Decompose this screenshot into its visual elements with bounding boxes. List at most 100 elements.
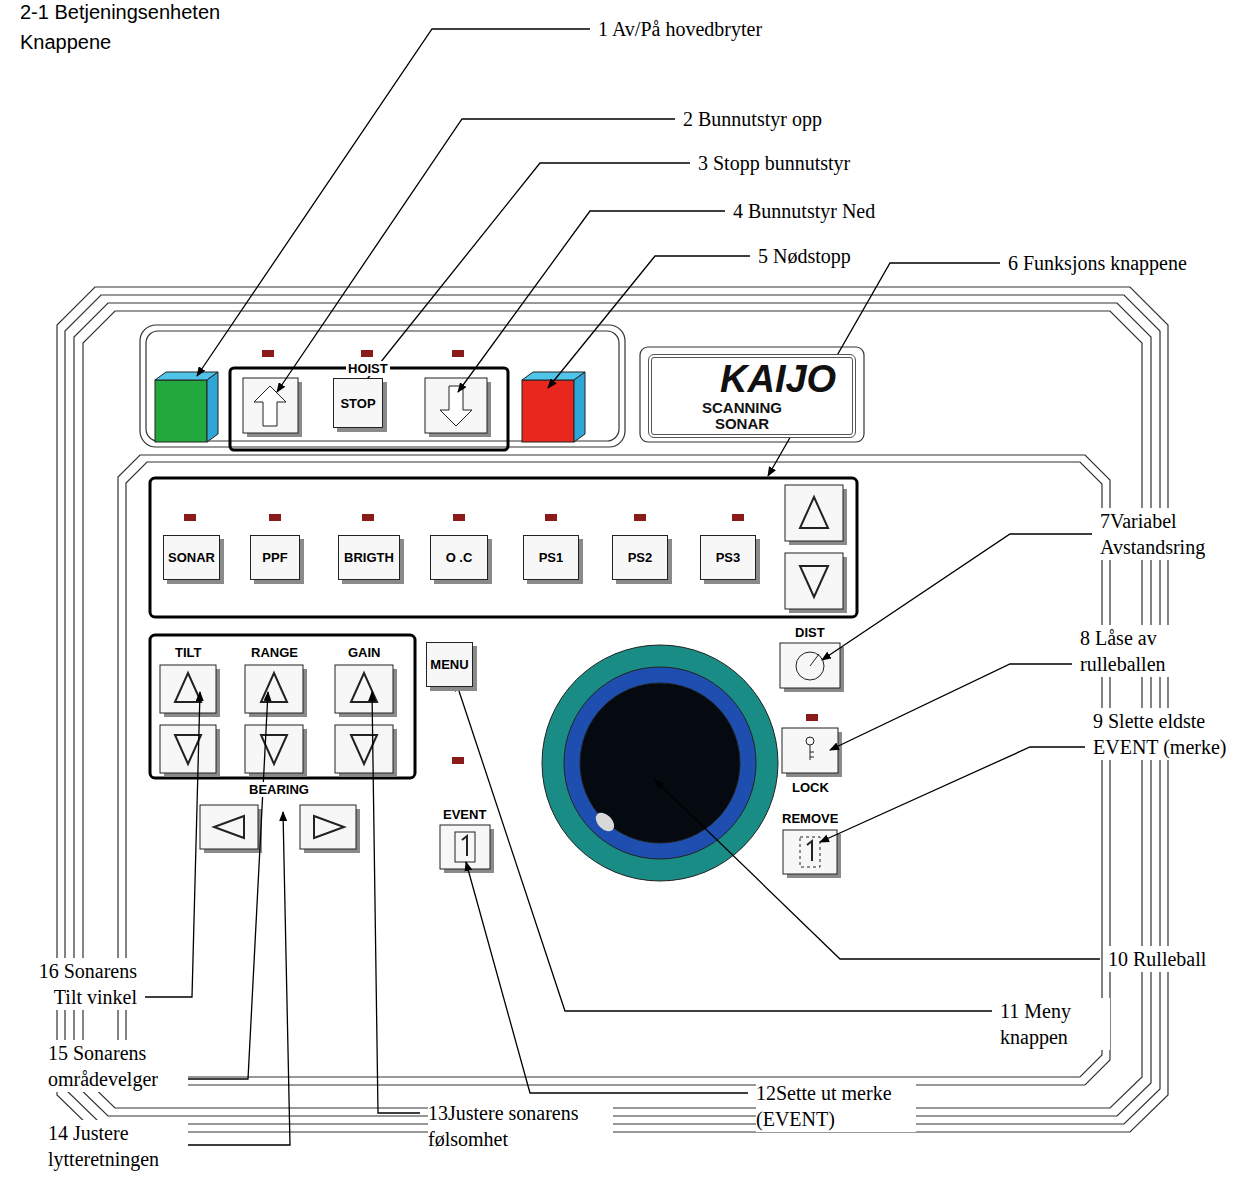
power-switch	[155, 372, 218, 442]
leader-line-part	[830, 664, 1072, 750]
callout-label: 12Sette ut merke (EVENT)	[756, 1080, 916, 1132]
button-label: O .C	[446, 550, 473, 565]
button-label: STOP	[340, 396, 375, 411]
led-part	[545, 514, 557, 521]
leader-line-part	[372, 692, 420, 1113]
symbol-button-part	[440, 825, 490, 869]
leader-line-part	[466, 862, 748, 1093]
panel-button: PS2	[612, 535, 668, 580]
button-label: PS1	[539, 550, 564, 565]
panel-button: MENU	[426, 642, 473, 687]
panel-button: PS3	[700, 535, 756, 580]
symbol-button-part	[254, 386, 286, 426]
symbol-button-part	[214, 816, 244, 838]
panel-label: LOCK	[790, 780, 831, 795]
symbol-button-part	[782, 728, 838, 773]
panel-housing-part	[83, 311, 1142, 1108]
symbol-button-part	[300, 805, 356, 849]
panel-housing-part	[118, 455, 1110, 1085]
panel-housing-part	[57, 287, 1168, 1132]
leader-line-part	[277, 119, 675, 392]
leader-line-part	[182, 812, 290, 1145]
panel-housing-part	[140, 325, 625, 447]
button-label: MENU	[430, 657, 468, 672]
symbol-button-part	[800, 837, 820, 867]
leader-line-part	[456, 682, 992, 1011]
symbol-button-part	[200, 805, 258, 849]
symbol-button-part	[335, 665, 393, 713]
group-bracket-part	[150, 635, 415, 778]
leader-line-part	[172, 692, 268, 1079]
symbol-button-part	[783, 830, 837, 874]
symbol-button-part	[351, 673, 377, 702]
symbol-button-part	[800, 566, 828, 597]
callout-label: 8 Låse av rulleballen	[1080, 625, 1240, 677]
panel-housing	[57, 287, 1168, 1132]
brand-logo: KAIJOSCANNING SONAR	[648, 354, 856, 438]
symbol-button-part	[785, 553, 843, 609]
panel-label: TILT	[173, 645, 203, 660]
callout-label: 7Variabel Avstandsring	[1100, 508, 1250, 560]
symbol-button-part	[806, 737, 814, 745]
led-part	[361, 350, 373, 357]
trackball-part	[542, 645, 778, 881]
callout-label: 15 Sonarens områdevelger	[48, 1040, 188, 1092]
leader-line-part	[822, 534, 1092, 660]
symbol-button-part	[160, 665, 216, 713]
callout-label: 9 Slette eldste EVENT (merke)	[1093, 708, 1248, 760]
trackball-part	[580, 683, 740, 843]
button-label: PS2	[628, 550, 653, 565]
symbol-button-part	[810, 654, 819, 666]
callout-label: 6 Funksjons knappene	[1008, 250, 1248, 276]
panel-housing-part	[74, 303, 1151, 1116]
group-bracket-part	[150, 478, 857, 617]
symbol-button-part	[455, 832, 475, 862]
panel-housing-part	[640, 347, 864, 442]
symbol-button	[160, 378, 847, 878]
leader-line	[145, 29, 1100, 1145]
panel-housing-part	[126, 462, 1102, 1077]
panel-button: PPF	[250, 535, 300, 580]
led-part	[634, 514, 646, 521]
panel-label: BEARING	[247, 782, 311, 797]
symbol-button-part	[261, 673, 287, 702]
led-part	[362, 514, 374, 521]
panel-housing-part	[65, 295, 1160, 1124]
panel-button: BRIGTH	[338, 535, 400, 580]
panel-button: PS1	[523, 535, 579, 580]
emergency-stop	[522, 372, 585, 442]
emergency-stop-part	[522, 380, 574, 442]
callout-label: 3 Stopp bunnutstyr	[698, 150, 850, 176]
symbol-button-part	[243, 378, 298, 433]
callout-label: 2 Bunnutstyr opp	[683, 106, 822, 132]
panel-label: GAIN	[346, 645, 383, 660]
panel-label: EVENT	[441, 807, 488, 822]
symbol-button-part	[462, 836, 467, 856]
leader-line-part	[655, 780, 1100, 959]
callout-label: 10 Rulleball	[1108, 946, 1248, 972]
symbol-button-part	[314, 816, 344, 838]
symbol-button-part	[785, 485, 843, 541]
button-label: BRIGTH	[344, 550, 394, 565]
symbol-button-part	[245, 665, 303, 713]
panel-button: STOP	[333, 378, 383, 428]
button-label: PS3	[716, 550, 741, 565]
subheading: Knappene	[20, 30, 111, 54]
symbol-button-part	[175, 673, 201, 702]
brand-subtitle: SCANNING SONAR	[682, 400, 802, 432]
panel-button: SONAR	[163, 535, 220, 580]
led-part	[452, 350, 464, 357]
diagram-title: 2-1 Betjeningsenheten	[20, 0, 220, 24]
callout-label: 5 Nødstopp	[758, 243, 851, 269]
panel-button: O .C	[430, 535, 488, 580]
symbol-button-part	[175, 735, 201, 764]
led-part	[184, 514, 196, 521]
callout-label: 16 Sonarens Tilt vinkel	[12, 958, 137, 1010]
callout-label: 11 Meny knappen	[1000, 998, 1110, 1050]
symbol-button-part	[807, 841, 812, 861]
button-label: PPF	[262, 550, 287, 565]
led-part	[453, 514, 465, 521]
led-part	[262, 350, 274, 357]
brand-name: KAIJO	[652, 358, 852, 400]
